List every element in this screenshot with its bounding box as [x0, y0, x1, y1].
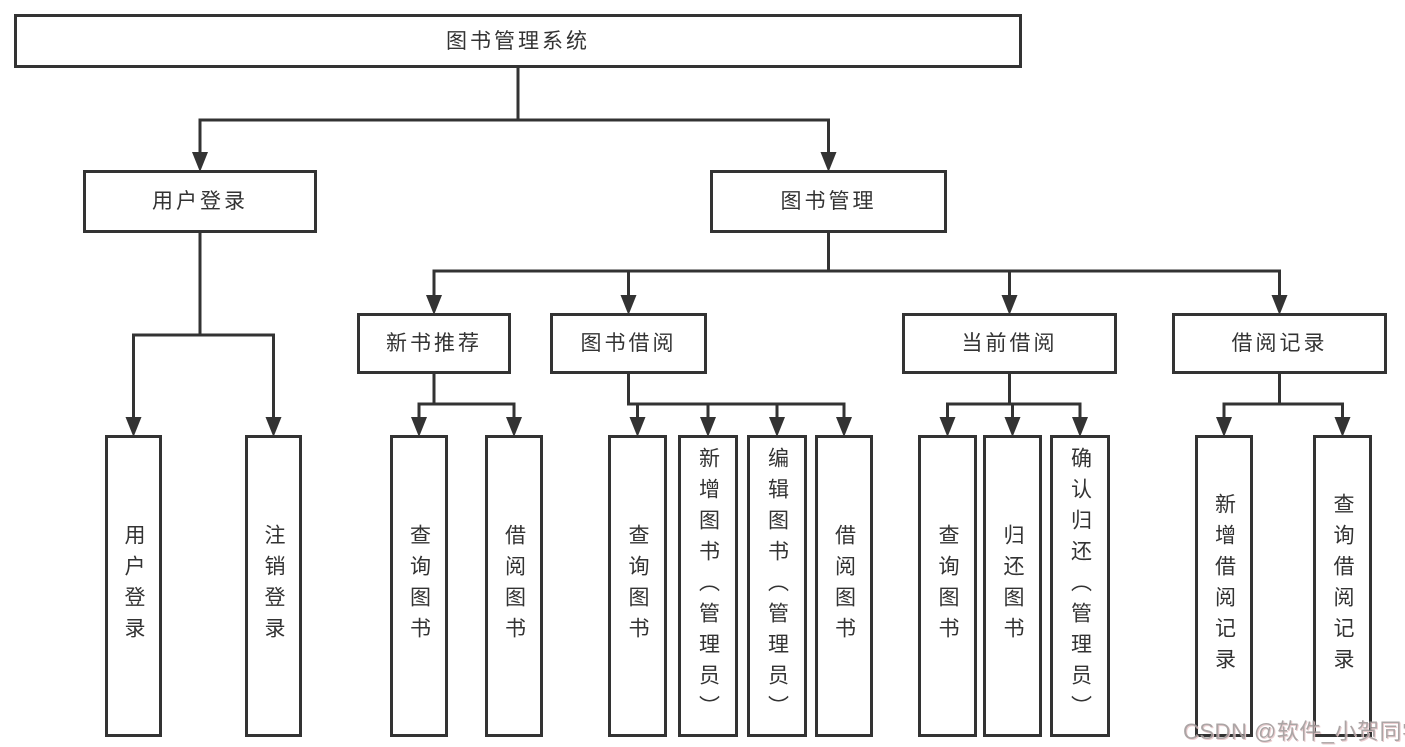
arrowhead-icon: [506, 417, 522, 437]
node-current-borrow: 当前借阅: [902, 313, 1117, 374]
arrowhead-icon: [1072, 417, 1088, 437]
arrowhead-icon: [1334, 417, 1351, 437]
node-cb-return: 归还图书: [983, 435, 1042, 737]
node-nb-borrow: 借阅图书: [485, 435, 543, 737]
arrowhead-icon: [836, 417, 852, 437]
arrowhead-icon: [265, 417, 282, 437]
node-bb-add: 新增图书（管理员）: [678, 435, 738, 737]
arrowhead-icon: [1004, 417, 1021, 437]
arrowhead-icon: [426, 295, 442, 315]
arrowhead-icon: [1271, 295, 1288, 315]
node-bb-query: 查询图书: [608, 435, 667, 737]
node-login: 用户登录: [105, 435, 162, 737]
node-user-login: 用户登录: [83, 170, 317, 233]
arrowhead-icon: [820, 152, 837, 172]
arrowhead-icon: [769, 417, 785, 437]
node-rec-add: 新增借阅记录: [1195, 435, 1253, 737]
arrowhead-icon: [620, 295, 637, 315]
node-logout: 注销登录: [245, 435, 302, 737]
arrowhead-icon: [700, 417, 716, 437]
arrowhead-icon: [1001, 295, 1018, 315]
arrowhead-icon: [411, 417, 427, 437]
node-bb-borrow: 借阅图书: [815, 435, 873, 737]
node-bb-edit: 编辑图书（管理员）: [747, 435, 807, 737]
node-cb-confirm: 确认归还（管理员）: [1050, 435, 1110, 737]
node-new-book-rec: 新书推荐: [357, 313, 511, 374]
node-nb-query: 查询图书: [390, 435, 448, 737]
arrowhead-icon: [125, 417, 142, 437]
arrowhead-icon: [1216, 417, 1232, 437]
node-borrow-records: 借阅记录: [1172, 313, 1387, 374]
node-cb-query: 查询图书: [918, 435, 977, 737]
node-book-borrow: 图书借阅: [550, 313, 707, 374]
node-rec-query: 查询借阅记录: [1313, 435, 1372, 737]
node-root: 图书管理系统: [14, 14, 1022, 68]
arrowhead-icon: [939, 417, 956, 437]
arrowhead-icon: [629, 417, 646, 437]
csdn-watermark: CSDN @软件_小贺同学: [1183, 719, 1405, 744]
arrowhead-icon: [192, 152, 208, 172]
node-book-mgmt: 图书管理: [710, 170, 947, 233]
